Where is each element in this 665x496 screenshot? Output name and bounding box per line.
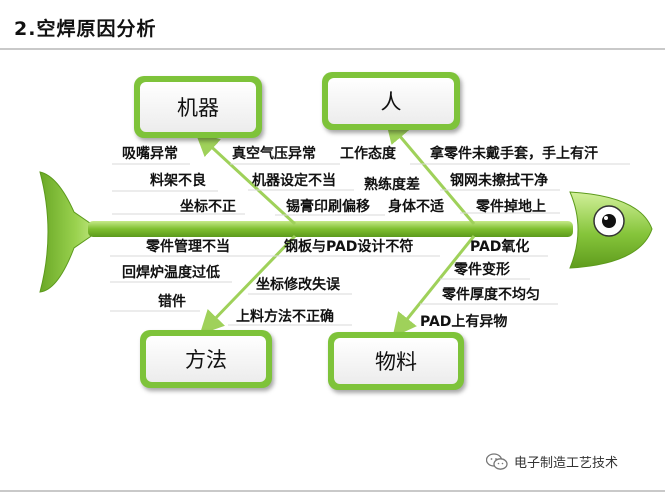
cause-method-5: 坐标修改失误 (256, 277, 340, 293)
cause-machine-2: 料架不良 (150, 173, 206, 189)
cause-person-2: 熟练度差 (364, 177, 420, 193)
cause-machine-3: 坐标不正 (180, 199, 236, 215)
category-method-label: 方法 (146, 336, 266, 382)
cause-machine-6: 锡膏印刷偏移 (286, 199, 370, 215)
cause-person-3: 身体不适 (388, 199, 444, 215)
cause-material-2: 零件变形 (454, 262, 510, 278)
branch-arrow-material (392, 235, 476, 338)
category-person-box: 人 (322, 72, 460, 130)
watermark: 电子制造工艺技术 (486, 452, 618, 471)
fish-tail (39, 171, 101, 293)
cause-method-6: 上料方法不正确 (236, 309, 334, 325)
cause-material-1: PAD氧化 (470, 239, 530, 255)
cause-machine-4: 真空气压异常 (232, 146, 316, 162)
cause-method-3: 错件 (158, 294, 186, 310)
category-machine-label: 机器 (140, 82, 256, 132)
branch-arrow-method (199, 234, 297, 335)
cause-person-1: 工作态度 (340, 146, 396, 162)
cause-method-2: 回焊炉温度过低 (122, 265, 220, 281)
watermark-text: 电子制造工艺技术 (514, 456, 619, 471)
cause-person-4: 拿零件未戴手套，手上有汗 (430, 146, 598, 162)
cause-material-4: PAD上有异物 (420, 314, 508, 330)
cause-method-1: 零件管理不当 (146, 239, 230, 255)
category-machine-box: 机器 (134, 76, 262, 138)
category-material-label: 物料 (334, 338, 458, 384)
branch-arrow-machine (195, 131, 297, 226)
cause-machine-5: 机器设定不当 (252, 173, 336, 189)
category-person-label: 人 (328, 78, 454, 124)
cause-person-6: 零件掉地上 (476, 199, 546, 215)
cause-person-5: 钢网未擦拭干净 (450, 173, 548, 189)
title-divider (0, 48, 665, 50)
cause-method-4: 钢板与PAD设计不符 (284, 239, 414, 255)
category-material-box: 物料 (328, 332, 464, 390)
cause-material-3: 零件厚度不均匀 (442, 287, 540, 303)
fish-spine (88, 221, 573, 237)
cause-machine-1: 吸嘴异常 (122, 146, 178, 162)
category-method-box: 方法 (140, 330, 272, 388)
page-title: 2.空焊原因分析 (14, 18, 157, 40)
branch-arrow-person (385, 118, 476, 225)
wechat-icon (486, 452, 508, 470)
bottom-divider (0, 490, 665, 492)
